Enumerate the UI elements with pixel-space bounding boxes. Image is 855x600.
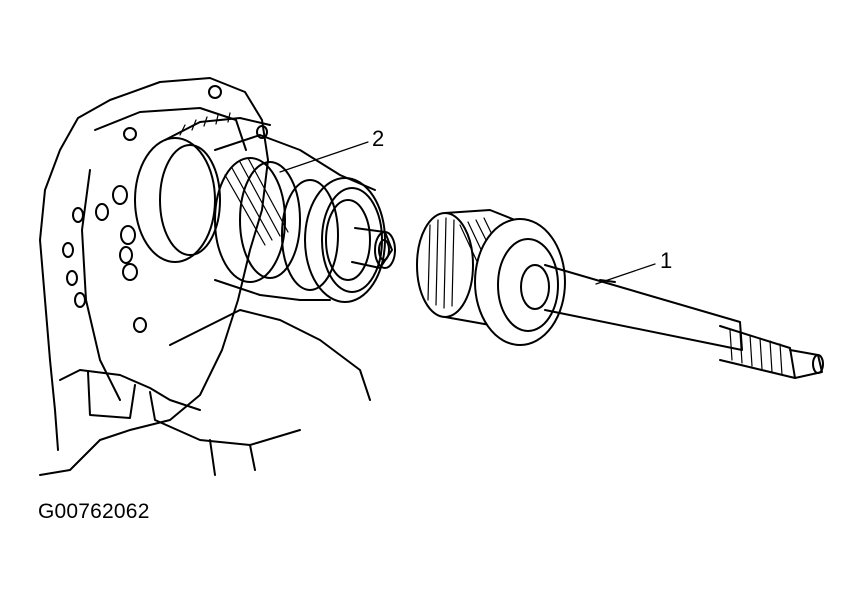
leader-line-1: [595, 263, 656, 285]
bolt-holes: [62, 85, 268, 333]
callout-1: 1: [660, 248, 673, 273]
transmission-case: [39, 77, 371, 476]
callout-2: 2: [372, 126, 385, 151]
input-shaft: [416, 209, 824, 379]
countershaft-assembly: [134, 112, 396, 303]
leader-line-2: [279, 141, 369, 173]
figure-id: G00762062: [38, 500, 150, 523]
